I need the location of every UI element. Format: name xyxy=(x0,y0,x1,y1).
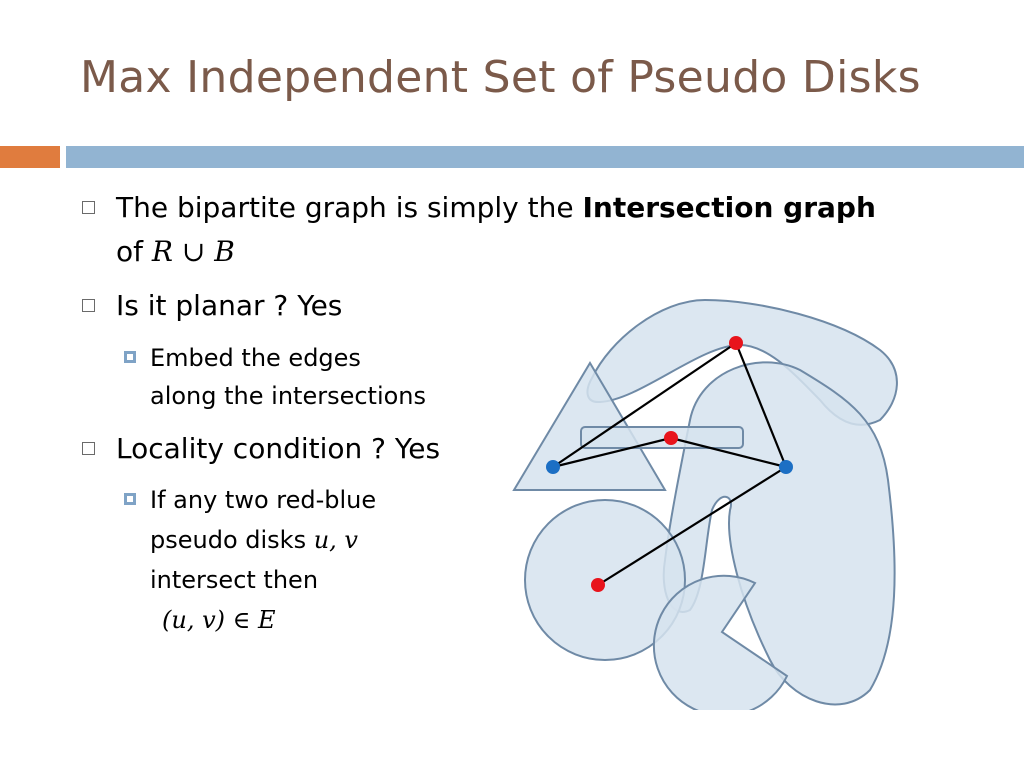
graph-edge xyxy=(670,436,787,469)
graph-edge xyxy=(552,342,737,468)
pseudo-disk-pacman xyxy=(652,574,789,710)
graph-edge xyxy=(597,466,787,586)
pseudo-disk-rectangle xyxy=(580,426,744,449)
blue-vertex xyxy=(779,460,793,474)
bullet-box-icon xyxy=(82,201,95,214)
math-uv-in-E: (u, v) ∈ E xyxy=(162,606,276,634)
math-u-v: u, v xyxy=(313,526,358,554)
graph-edge xyxy=(734,342,788,468)
accent-bar-orange xyxy=(0,146,60,168)
pseudo-disk-diagram xyxy=(512,298,898,710)
math-R-union-B: R ∪ B xyxy=(151,235,235,268)
bullet-box-icon xyxy=(82,442,95,455)
bold-term: Intersection graph xyxy=(582,191,876,224)
bullet-1-line-1: The bipartite graph is simply the Inters… xyxy=(116,191,876,224)
blue-vertex xyxy=(546,460,560,474)
red-vertex xyxy=(664,431,678,445)
slide-title: Max Independent Set of Pseudo Disks xyxy=(80,52,921,103)
sub-bullet-square-icon xyxy=(124,351,136,363)
red-vertex xyxy=(591,578,605,592)
sub-bullet-square-icon xyxy=(124,493,136,505)
accent-bar-blue xyxy=(66,146,1024,168)
bullet-1-line-2: of R ∪ B xyxy=(116,235,235,268)
bullet-box-icon xyxy=(82,299,95,312)
graph-edge xyxy=(552,436,672,469)
red-vertex xyxy=(729,336,743,350)
